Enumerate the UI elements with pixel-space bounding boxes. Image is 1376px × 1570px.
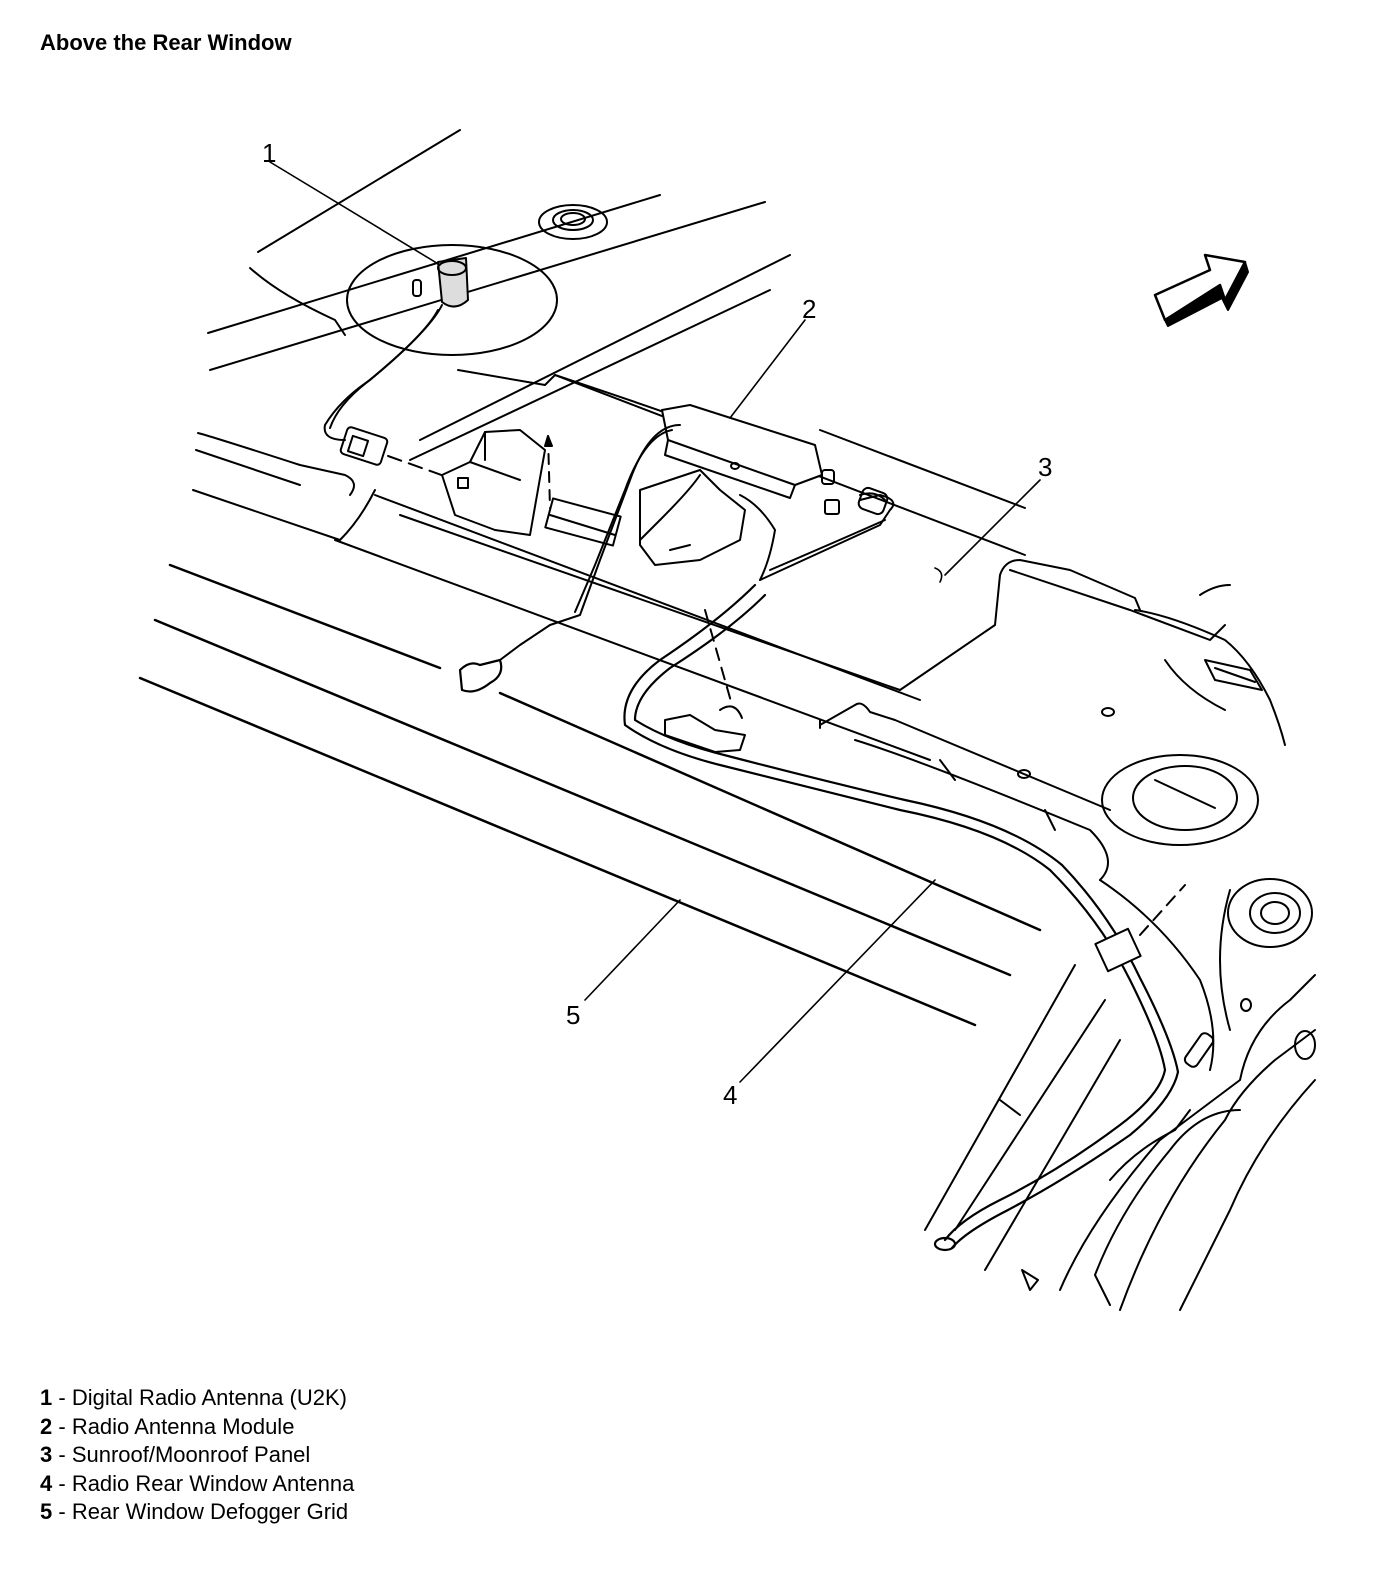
diagram-title: Above the Rear Window xyxy=(40,30,292,55)
callout-3: 3 xyxy=(1038,452,1052,482)
legend-label: Radio Rear Window Antenna xyxy=(71,1470,355,1496)
front-direction-arrow-icon xyxy=(1153,253,1249,327)
legend-separator: - xyxy=(52,1499,72,1524)
callout-2: 2 xyxy=(802,294,816,324)
rear-panel-lines xyxy=(192,369,1286,881)
legend-item: 3 - Sunroof/Moonroof Panel xyxy=(40,1441,354,1470)
right-body-panel xyxy=(1017,707,1316,1311)
callout-1: 1 xyxy=(262,138,276,168)
legend-item: 1 - Digital Radio Antenna (U2K) xyxy=(40,1384,354,1413)
cable-clip-center xyxy=(664,609,1186,973)
defogger-grid xyxy=(138,563,1042,1027)
legend-number: 1 xyxy=(40,1385,53,1410)
bracket-block xyxy=(441,429,553,536)
legend-label: Rear Window Defogger Grid xyxy=(71,1499,349,1524)
legend-number: 4 xyxy=(40,1470,53,1496)
module-cables xyxy=(499,424,895,661)
legend-separator: - xyxy=(52,1442,72,1467)
legend-label: Radio Antenna Module xyxy=(71,1413,295,1439)
legend-item: 2 - Radio Antenna Module xyxy=(40,1413,354,1442)
legend-number: 3 xyxy=(40,1442,53,1467)
antenna-plate xyxy=(346,244,558,356)
legend-item: 5 - Rear Window Defogger Grid xyxy=(40,1498,354,1527)
legend-separator: - xyxy=(52,1413,72,1439)
legend-label: Sunroof/Moonroof Panel xyxy=(71,1442,311,1467)
callout-5: 5 xyxy=(566,1000,580,1030)
radio-antenna-module xyxy=(544,404,835,566)
legend-item: 4 - Radio Rear Window Antenna xyxy=(40,1470,354,1499)
legend-label: Digital Radio Antenna (U2K) xyxy=(71,1385,347,1410)
callout-leaders xyxy=(269,161,1041,1083)
legend: 1 - Digital Radio Antenna (U2K) 2 - Radi… xyxy=(40,1384,354,1527)
rear-window-antenna-cable xyxy=(458,583,1180,1252)
legend-number: 2 xyxy=(40,1413,53,1439)
legend-separator: - xyxy=(52,1385,72,1410)
legend-number: 5 xyxy=(40,1499,53,1524)
antenna-cable xyxy=(323,304,451,479)
grommet-top xyxy=(538,204,608,240)
legend-separator: - xyxy=(52,1470,72,1496)
lower-body-lines xyxy=(924,964,1121,1271)
callout-4: 4 xyxy=(723,1080,737,1110)
